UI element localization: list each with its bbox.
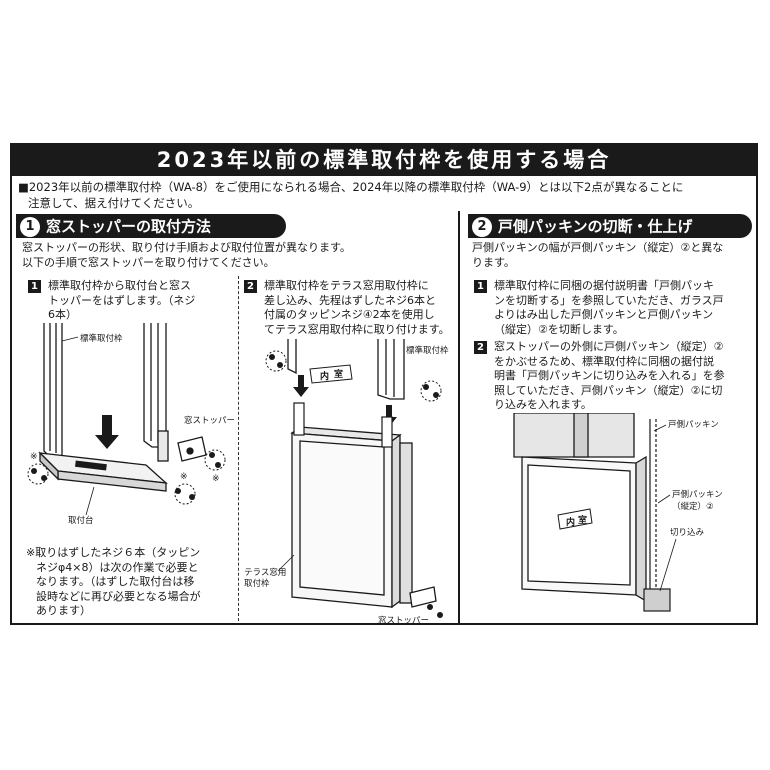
section1-note: ※取りはずしたネジ６本（タッピン ネジφ4×8）は次の作業で必要と なります。（…	[26, 546, 236, 619]
section-divider	[458, 211, 460, 625]
section1-step1-badge: 1	[28, 280, 41, 293]
step-text-line: 標準取付枠に同梱の据付説明書「戸側パッキ	[494, 279, 714, 292]
section1-desc-line-1: 窓ストッパーの形状、取り付け手順および取付位置が異なります。	[22, 241, 351, 254]
terrace-label-1: テラス窓用	[244, 567, 286, 578]
section2-desc-line-2: ります。	[472, 255, 515, 269]
window-stopper	[409, 586, 437, 608]
window-stopper	[177, 436, 207, 462]
step-text-line: り込みを入れます。	[494, 398, 592, 411]
section2-heading: 2 戸側パッキンの切断・仕上げ	[468, 214, 752, 238]
step-text-line: トッパーをはずします。（ネジ	[48, 293, 196, 307]
section2-step2-badge: 2	[474, 341, 487, 354]
step-text-line: 差し込み、先程はずしたネジ6本と	[264, 293, 436, 307]
section2-illustration: 内 室 戸側パッキン 戸側パッキン （縦定）② 切り込み	[513, 413, 723, 612]
mounting-base	[38, 451, 168, 492]
intro-line-1: ■2023年以前の標準取付枠（WA-8）をご使用になられる場合、2024年以降の…	[18, 180, 684, 194]
step-text-line: （縦定）②を切断します。	[494, 322, 624, 336]
svg-text:室: 室	[334, 368, 343, 380]
section2-title: 戸側パッキンの切断・仕上げ	[498, 217, 693, 236]
section2-step1-text: 標準取付枠に同梱の据付説明書「戸側パッキ ンを切断する」を参照していただき、ガラ…	[494, 279, 724, 337]
step-text-line: てテラス窓用取付枠に取り付けます。	[264, 322, 450, 336]
down-arrow-icon	[293, 375, 309, 397]
intro-text: ■2023年以前の標準取付枠（WA-8）をご使用になられる場合、2024年以降の…	[18, 179, 752, 211]
door-packing	[643, 419, 671, 612]
svg-text:内: 内	[320, 370, 329, 382]
step-text-line: よりはみ出した戸側パッキンと戸側パッキン	[494, 308, 714, 321]
unit-body	[513, 413, 647, 603]
section1-step1: 1 標準取付枠から取付台と窓ス トッパーをはずします。（ネジ 6本）	[28, 279, 233, 325]
step-text-line: 窓ストッパーの外側に戸側パッキン（縦定）②	[494, 340, 724, 353]
step-text-line: ンを切断する」を参照していただき、ガラス戸	[494, 293, 724, 307]
packing2-label-2: （縦定）②	[672, 501, 714, 512]
packing-label: 戸側パッキン	[668, 419, 719, 430]
screw-icon	[269, 354, 443, 618]
step-text-line: 照していただき、戸側パッキン（縦定）②に切	[494, 383, 723, 397]
stopper-label: 窓ストッパー	[184, 415, 235, 426]
page-title: 2023年以前の標準取付枠を使用する場合	[12, 145, 756, 176]
step-text-line: 明書「戸側パッキンに切り込みを入れる」を参	[494, 369, 725, 382]
indoor-marker: 内 室	[557, 508, 593, 530]
section1-number: 1	[20, 216, 40, 237]
step-divider	[238, 276, 239, 621]
terrace-label-2: 取付枠	[244, 578, 270, 589]
section2-desc-line-1: 戸側パッキンの幅が戸側パッキン（縦定）②と異な	[472, 241, 724, 254]
cut-label: 切り込み	[670, 527, 705, 538]
note-line: 設時などに再び必要となる場合が	[36, 589, 201, 603]
note-line: ※取りはずしたネジ６本（タッピン	[26, 546, 201, 559]
asterisk-mark: ※	[30, 452, 38, 462]
section2-step2: 2 窓ストッパーの外側に戸側パッキン（縦定）② をかぶせるため、標準取付枠に同梱…	[474, 340, 754, 414]
section1-title: 窓ストッパーの取付方法	[46, 217, 212, 236]
svg-text:内: 内	[566, 516, 575, 528]
step-text-line: をかぶせるため、標準取付枠に同梱の据付説	[494, 354, 714, 368]
section1-step2-badge: 2	[244, 280, 257, 293]
note-line: ネジφ4×8）は次の作業で必要と	[36, 560, 199, 574]
section1-description: 窓ストッパーの形状、取り付け手順および取付位置が異なります。 以下の手順で窓スト…	[22, 241, 452, 270]
frame2-label: 標準取付枠	[406, 345, 449, 356]
step1-illustration: 標準取付枠 取付台 窓ストッパー ※ ※ ※	[27, 323, 235, 526]
step-text-line: 標準取付枠から取付台と窓ス	[48, 279, 191, 292]
svg-text:室: 室	[578, 514, 587, 526]
step-text-line: 6本）	[48, 308, 77, 321]
section1-heading: 1 窓ストッパーの取付方法	[16, 214, 286, 238]
note-line: なります。（はずした取付台は移	[36, 575, 195, 588]
section1-step1-text: 標準取付枠から取付台と窓ス トッパーをはずします。（ネジ 6本）	[48, 279, 195, 323]
section2-description: 戸側パッキンの幅が戸側パッキン（縦定）②と異な ります。	[472, 241, 752, 270]
section2-step2-text: 窓ストッパーの外側に戸側パッキン（縦定）② をかぶせるため、標準取付枠に同梱の据…	[494, 340, 725, 413]
frame-label: 標準取付枠	[80, 333, 123, 344]
instruction-panel: 2023年以前の標準取付枠を使用する場合 ■2023年以前の標準取付枠（WA-8…	[10, 143, 758, 625]
base-label: 取付台	[68, 515, 94, 526]
section1-step2-text: 標準取付枠をテラス窓用取付枠に 差し込み、先程はずしたネジ6本と 付属のタッピン…	[264, 279, 450, 337]
section1-step2: 2 標準取付枠をテラス窓用取付枠に 差し込み、先程はずしたネジ6本と 付属のタッ…	[244, 279, 456, 339]
frame-top-rails	[287, 339, 405, 400]
frame-rail-left	[43, 323, 63, 458]
section2-step1-badge: 1	[474, 280, 487, 293]
down-arrow-icon	[95, 415, 119, 449]
stopper2-label: 窓ストッパー	[378, 615, 429, 625]
section2-number: 2	[472, 216, 492, 237]
section2-step1: 1 標準取付枠に同梱の据付説明書「戸側パッキ ンを切断する」を参照していただき、…	[474, 279, 754, 339]
step2-illustration: 標準取付枠 内 室 テラス窓用 取付枠	[244, 339, 449, 625]
section1-desc-line-2: 以下の手順で窓ストッパーを取り付けてください。	[22, 255, 275, 269]
frame-rail-right	[143, 323, 169, 462]
asterisk-mark: ※	[180, 472, 188, 482]
note-line: あります）	[36, 604, 91, 617]
packing2-label-1: 戸側パッキン	[672, 489, 723, 500]
terrace-frame	[290, 426, 413, 609]
intro-line-2: 注意して、据え付けてください。	[28, 196, 200, 210]
asterisk-mark: ※	[212, 474, 220, 484]
indoor-marker: 内 室	[309, 364, 353, 384]
step-text-line: 付属のタッピンネジ④2本を使用し	[264, 308, 435, 321]
step-text-line: 標準取付枠をテラス窓用取付枠に	[264, 279, 429, 292]
